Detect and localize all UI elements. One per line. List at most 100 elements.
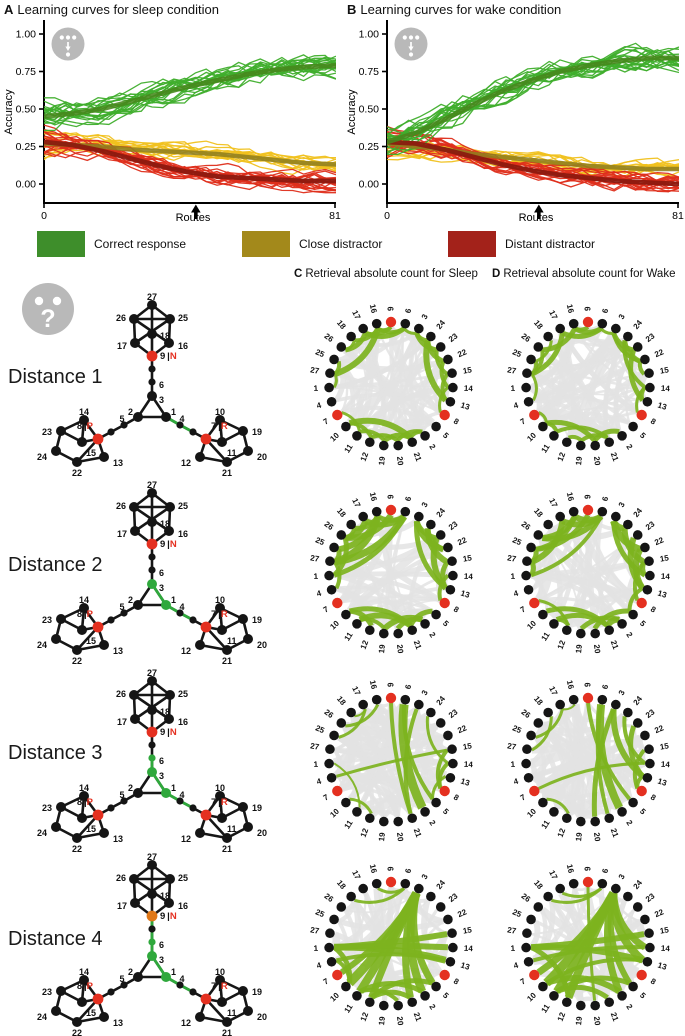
svg-text:24: 24 xyxy=(631,318,644,331)
svg-text:15: 15 xyxy=(86,824,96,834)
svg-text:5: 5 xyxy=(638,807,648,817)
svg-text:14: 14 xyxy=(464,760,474,770)
svg-text:26: 26 xyxy=(520,519,533,532)
stimulus-network-distance-4: 1234561011121314151617181920212223242526… xyxy=(37,852,267,1036)
svg-text:14: 14 xyxy=(464,572,474,582)
svg-text:13: 13 xyxy=(657,777,669,788)
svg-text:2: 2 xyxy=(427,631,437,640)
svg-text:18: 18 xyxy=(335,506,348,519)
svg-text:1: 1 xyxy=(313,944,319,953)
svg-text:8: 8 xyxy=(452,793,461,803)
svg-text:17: 17 xyxy=(117,717,127,727)
svg-text:20: 20 xyxy=(592,456,602,466)
svg-text:27: 27 xyxy=(310,365,321,376)
svg-text:4: 4 xyxy=(513,960,520,970)
svg-text:26: 26 xyxy=(116,313,126,323)
svg-text:27: 27 xyxy=(310,741,321,752)
svg-text:6: 6 xyxy=(600,683,610,690)
svg-text:22: 22 xyxy=(72,1028,82,1036)
svg-text:9: 9 xyxy=(584,494,593,499)
svg-text:17: 17 xyxy=(547,685,559,697)
svg-text:5: 5 xyxy=(441,807,451,817)
svg-text:23: 23 xyxy=(447,519,460,532)
svg-text:5: 5 xyxy=(119,974,124,984)
svg-text:13: 13 xyxy=(113,834,123,844)
svg-text:24: 24 xyxy=(434,318,447,331)
svg-text:13: 13 xyxy=(460,589,472,600)
svg-text:11: 11 xyxy=(342,1002,354,1014)
svg-text:13: 13 xyxy=(460,961,472,972)
svg-text:18: 18 xyxy=(532,506,545,519)
svg-text:23: 23 xyxy=(42,427,52,437)
svg-text:21: 21 xyxy=(609,451,621,463)
svg-text:6: 6 xyxy=(403,495,413,502)
distance-label-3: Distance 3 xyxy=(8,742,103,764)
svg-text:26: 26 xyxy=(323,331,336,344)
svg-text:24: 24 xyxy=(434,694,447,707)
svg-text:26: 26 xyxy=(116,873,126,883)
svg-text:26: 26 xyxy=(520,331,533,344)
svg-text:20: 20 xyxy=(257,640,267,650)
svg-text:6: 6 xyxy=(600,495,610,502)
svg-text:13: 13 xyxy=(113,646,123,656)
svg-text:11: 11 xyxy=(342,442,354,454)
svg-text:24: 24 xyxy=(37,452,47,462)
svg-text:6: 6 xyxy=(600,867,610,874)
svg-text:21: 21 xyxy=(412,639,424,651)
svg-text:4: 4 xyxy=(513,776,520,786)
svg-text:3: 3 xyxy=(420,500,430,509)
legend-swatch-correct xyxy=(37,231,85,257)
svg-text:21: 21 xyxy=(222,1028,232,1036)
svg-text:12: 12 xyxy=(181,646,191,656)
svg-text:9: 9 xyxy=(584,866,593,871)
svg-text:Routes: Routes xyxy=(176,212,211,224)
svg-text:23: 23 xyxy=(447,331,460,344)
svg-text:7 |R: 7 |R xyxy=(211,421,228,432)
question-icon: ? xyxy=(22,283,74,335)
svg-text:24: 24 xyxy=(434,878,447,891)
svg-text:15: 15 xyxy=(659,553,670,564)
svg-text:9 |N: 9 |N xyxy=(160,727,177,738)
legend-item-close: Close distractor xyxy=(242,231,382,258)
svg-text:12: 12 xyxy=(181,458,191,468)
legend-swatch-distant xyxy=(448,231,496,257)
legend-label-distant: Distant distractor xyxy=(505,237,596,251)
svg-text:20: 20 xyxy=(592,1016,602,1026)
svg-text:21: 21 xyxy=(609,1011,621,1023)
svg-text:10: 10 xyxy=(328,806,341,819)
svg-text:7: 7 xyxy=(322,976,331,986)
legend-label-close: Close distractor xyxy=(299,237,383,251)
svg-text:7: 7 xyxy=(519,604,528,614)
svg-text:12: 12 xyxy=(181,834,191,844)
svg-text:19: 19 xyxy=(377,1015,387,1025)
svg-text:14: 14 xyxy=(661,384,671,394)
svg-text:23: 23 xyxy=(42,615,52,625)
svg-text:24: 24 xyxy=(631,694,644,707)
svg-text:3: 3 xyxy=(420,688,430,697)
svg-text:15: 15 xyxy=(462,925,473,936)
svg-text:18: 18 xyxy=(335,694,348,707)
svg-text:27: 27 xyxy=(147,292,157,302)
svg-text:1: 1 xyxy=(171,407,176,417)
svg-text:2: 2 xyxy=(128,595,133,605)
svg-text:6: 6 xyxy=(403,307,413,314)
legend-item-correct: Correct response xyxy=(37,231,186,258)
svg-text:7: 7 xyxy=(519,976,528,986)
svg-text:25: 25 xyxy=(314,347,326,359)
svg-text:19: 19 xyxy=(377,643,387,653)
svg-text:27: 27 xyxy=(147,668,157,678)
svg-text:9 |N: 9 |N xyxy=(160,539,177,550)
svg-text:22: 22 xyxy=(653,535,665,547)
svg-text:10: 10 xyxy=(525,430,538,443)
svg-text:21: 21 xyxy=(412,451,424,463)
svg-text:20: 20 xyxy=(395,456,405,466)
svg-text:2: 2 xyxy=(427,443,437,452)
